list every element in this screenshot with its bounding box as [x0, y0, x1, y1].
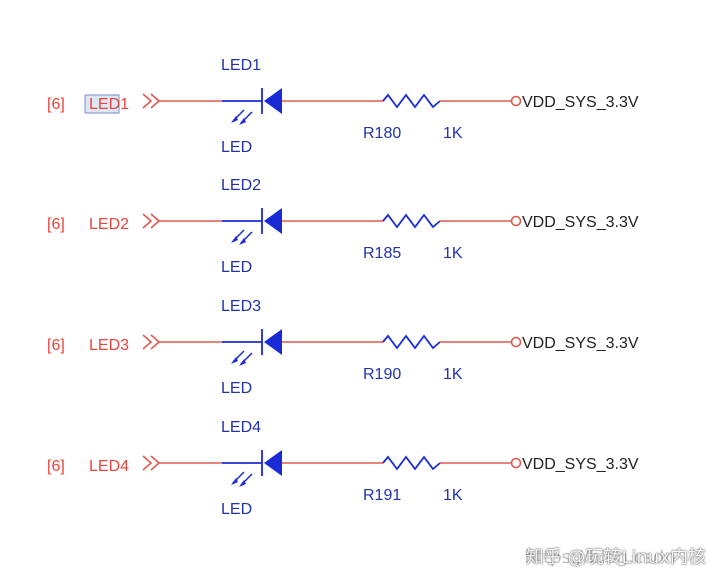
res-value-1: 1K	[443, 125, 463, 142]
sheet-ref-1: [6]	[47, 96, 65, 113]
led-light-icon-3	[231, 350, 253, 366]
res-ref-3: R190	[363, 366, 401, 383]
res-ref-2: R185	[363, 245, 401, 262]
res-value-2: 1K	[443, 245, 463, 262]
port-arrow-2a	[142, 213, 153, 229]
port-arrow-1a	[142, 93, 153, 109]
res-ref-1: R180	[363, 125, 401, 142]
resistor-2	[382, 213, 441, 229]
sheet-ref-3: [6]	[47, 337, 65, 354]
supply-terminal-1	[510, 95, 522, 107]
led-value-3: LED	[221, 380, 252, 397]
led-light-icon-4	[231, 471, 253, 487]
led-triangle-1	[264, 88, 282, 114]
supply-terminal-4	[510, 457, 522, 469]
res-ref-4: R191	[363, 487, 401, 504]
led-ref-1: LED1	[221, 57, 261, 74]
sheet-ref-2: [6]	[47, 216, 65, 233]
led-value-2: LED	[221, 259, 252, 276]
resistor-4	[382, 455, 441, 471]
watermark-brand: 知乎 @玩转Linux内核	[525, 547, 706, 568]
led-triangle-4	[264, 450, 282, 476]
led-circuit-3: [6] LED3 VDD_SYS_3.3V LED3 LED R190 1K	[47, 298, 639, 397]
sheet-ref-4: [6]	[47, 458, 65, 475]
led-light-icon-1	[231, 109, 253, 125]
watermark: https://blog.csdn知乎 @玩转Linux内核	[525, 543, 706, 569]
led-light-icon-2	[231, 229, 253, 245]
net-label-3: LED3	[89, 337, 129, 354]
led-ref-2: LED2	[221, 177, 261, 194]
led-triangle-3	[264, 329, 282, 355]
led-ref-4: LED4	[221, 419, 261, 436]
led-value-1: LED	[221, 139, 252, 156]
port-arrow-4a	[142, 455, 153, 471]
port-arrow-3a	[142, 334, 153, 350]
led-value-4: LED	[221, 501, 252, 518]
supply-label-1: VDD_SYS_3.3V	[522, 94, 639, 111]
supply-label-2: VDD_SYS_3.3V	[522, 214, 639, 231]
led-circuit-2: [6] LED2 VDD_SYS_3.3V LED2 LED R185 1K	[47, 177, 639, 276]
led-ref-3: LED3	[221, 298, 261, 315]
resistor-3	[382, 334, 441, 350]
net-label-2: LED2	[89, 216, 129, 233]
led-triangle-2	[264, 208, 282, 234]
supply-label-3: VDD_SYS_3.3V	[522, 335, 639, 352]
led-circuit-4: [6] LED4 VDD_SYS_3.3V LED4 LED R191 1K	[47, 419, 639, 518]
res-value-4: 1K	[443, 487, 463, 504]
supply-terminal-2	[510, 215, 522, 227]
led-circuit-1: [6] LED1 VDD_SYS_3.3V LED1 LED R180 1K	[47, 57, 639, 156]
net-label-4: LED4	[89, 458, 129, 475]
resistor-1	[382, 93, 441, 109]
net-label-1: LED1	[89, 96, 129, 113]
supply-terminal-3	[510, 336, 522, 348]
res-value-3: 1K	[443, 366, 463, 383]
watermark-url: https://blog.csdn	[524, 547, 676, 568]
net-label-highlight	[84, 94, 120, 114]
supply-label-4: VDD_SYS_3.3V	[522, 456, 639, 473]
